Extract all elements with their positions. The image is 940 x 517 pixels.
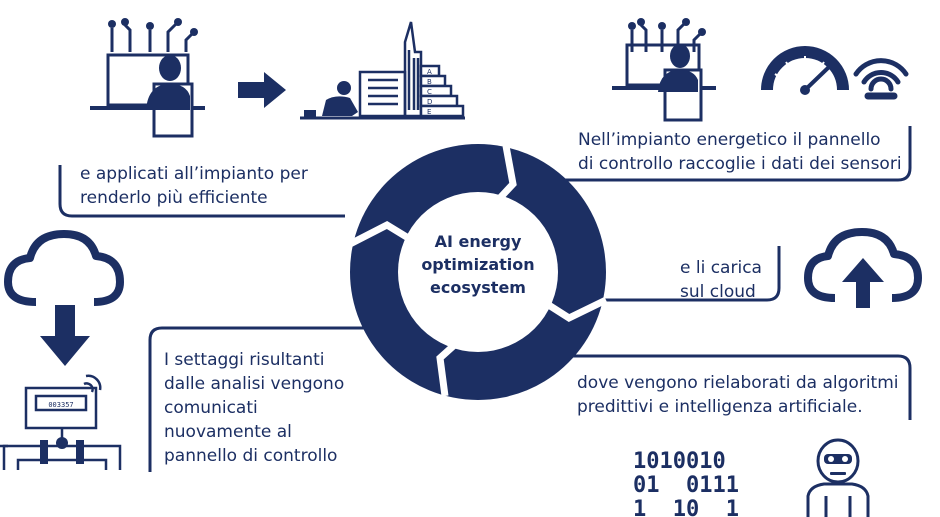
step-settings-line-1: I settaggi risultanti [164, 350, 325, 370]
ring-inner [398, 192, 558, 352]
arrow-right-icon [238, 72, 286, 108]
step-applied-line-2: renderlo più efficiente [80, 188, 268, 208]
building-label-d: D [427, 98, 432, 106]
binary-row-2: 01 0111 [633, 473, 739, 498]
gauge-icon [761, 46, 849, 95]
meter-pipe-icon: 003357 [0, 374, 122, 470]
step-settings-text: I settaggi risultanti dalle analisi veng… [164, 348, 344, 468]
cycle-ring [348, 144, 608, 400]
step-settings-line-3: comunicati [164, 398, 258, 418]
step-cloud-line-1: e li carica [680, 258, 762, 278]
person-computer-icon [90, 18, 205, 138]
center-line-2: optimization [421, 255, 535, 274]
wifi-icon [853, 58, 909, 100]
person-silhouette-right [658, 44, 698, 92]
binary-row-1: 1010010 [633, 449, 726, 474]
step-cloud-line-2: sul cloud [680, 282, 756, 302]
connector-sensors [555, 126, 912, 182]
step-algorithms-line-2: predittivi e intelligenza artificiale. [577, 397, 863, 417]
step-sensors-line-1: Nell’impianto energetico il pannello [578, 130, 881, 150]
robot-icon [806, 438, 870, 517]
cloud-download-icon [4, 230, 124, 366]
building-label-b: B [427, 78, 432, 86]
connector-lines [58, 126, 912, 472]
person-silhouette [146, 55, 190, 110]
worker-silhouette [304, 81, 358, 117]
step-applied-text: e applicati all’impianto per renderlo pi… [80, 162, 308, 210]
cloud-upload-icon [804, 228, 922, 308]
building-label-c: C [427, 88, 432, 96]
step-settings-line-2: dalle analisi vengono [164, 374, 345, 394]
building-label-a: A [427, 68, 432, 76]
person-computer-icon-right [612, 18, 716, 122]
connector-applied [58, 165, 345, 218]
step-sensors-text: Nell’impianto energetico il pannello di … [578, 128, 902, 176]
connector-settings [148, 326, 370, 472]
center-line-1: AI energy [434, 232, 522, 251]
building-icon: A B C D E [300, 21, 465, 120]
binary-code-icon: 1010010 01 0111 1 10 1 [633, 449, 739, 517]
meter-display: 003357 [48, 401, 73, 409]
step-cloud-text: e li carica sul cloud [680, 256, 762, 304]
connector-algorithms [555, 354, 912, 420]
binary-row-3: 1 10 1 [633, 497, 739, 517]
step-applied-line-1: e applicati all’impianto per [80, 164, 308, 184]
building-label-e: E [427, 108, 431, 116]
step-algorithms-text: dove vengono rielaborati da algoritmi pr… [577, 371, 899, 419]
step-settings-line-4: nuovamente al [164, 422, 292, 442]
connector-cloud [578, 246, 781, 302]
step-algorithms-line-1: dove vengono rielaborati da algoritmi [577, 373, 899, 393]
step-settings-line-5: pannello di controllo [164, 446, 338, 466]
center-label: AI energy optimization ecosystem [398, 230, 558, 299]
center-line-3: ecosystem [430, 278, 526, 297]
step-sensors-line-2: di controllo raccoglie i dati dei sensor… [578, 154, 902, 174]
